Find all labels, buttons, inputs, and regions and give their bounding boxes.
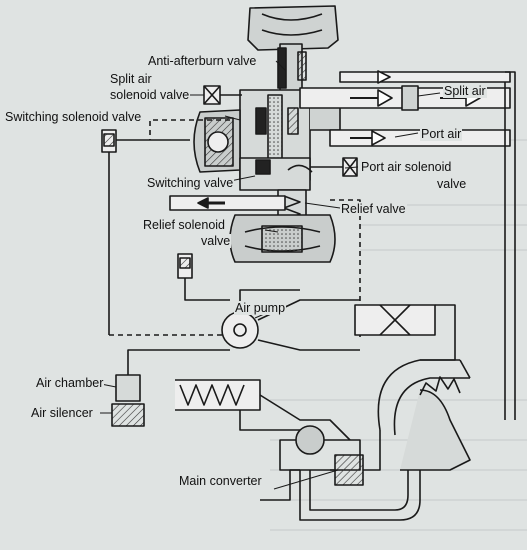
label-split-air-solenoid-line2: solenoid valve (109, 88, 191, 102)
label-port-air-solenoid-line1: Port air solenoid (360, 160, 453, 174)
main-converter (260, 430, 381, 501)
label-air-pump: Air pump (234, 301, 287, 315)
lower-pipes (299, 470, 421, 521)
exhaust-manifold (175, 379, 351, 441)
label-relief-solenoid-line2: valve (200, 234, 232, 248)
air-filter-box (354, 304, 456, 361)
switching-solenoid-body (193, 109, 241, 173)
label-air-silencer: Air silencer (30, 406, 94, 420)
intake-pipes (377, 359, 471, 471)
label-split-air-solenoid-line1: Split air (109, 72, 153, 86)
label-switching-solenoid-valve: Switching solenoid valve (4, 110, 143, 124)
air-chamber (115, 349, 230, 402)
anti-afterburn-valve (247, 5, 339, 105)
switching-valve (239, 157, 313, 191)
split-air-solenoid-valve (203, 85, 242, 105)
label-relief-solenoid-line1: Relief solenoid (142, 218, 226, 232)
label-port-air: Port air (420, 127, 463, 141)
relief-solenoid-valve (229, 214, 336, 263)
label-anti-afterburn-valve: Anti-afterburn valve (147, 54, 258, 68)
air-silencer (111, 403, 145, 427)
label-main-converter: Main converter (178, 474, 263, 488)
switching-solenoid-valve (101, 129, 190, 335)
upper-pipe (339, 70, 516, 420)
label-split-air: Split air (443, 84, 487, 98)
label-air-chamber: Air chamber (35, 376, 105, 390)
leader-lines (95, 60, 441, 490)
vacuum-lines (109, 119, 361, 340)
relief-solenoid-connector (177, 253, 230, 301)
label-relief-valve: Relief valve (340, 202, 407, 216)
label-port-air-solenoid-line2: valve (436, 177, 468, 191)
port-air-solenoid-valve (310, 157, 358, 177)
air-pump (221, 289, 360, 351)
label-switching-valve: Switching valve (146, 176, 235, 190)
